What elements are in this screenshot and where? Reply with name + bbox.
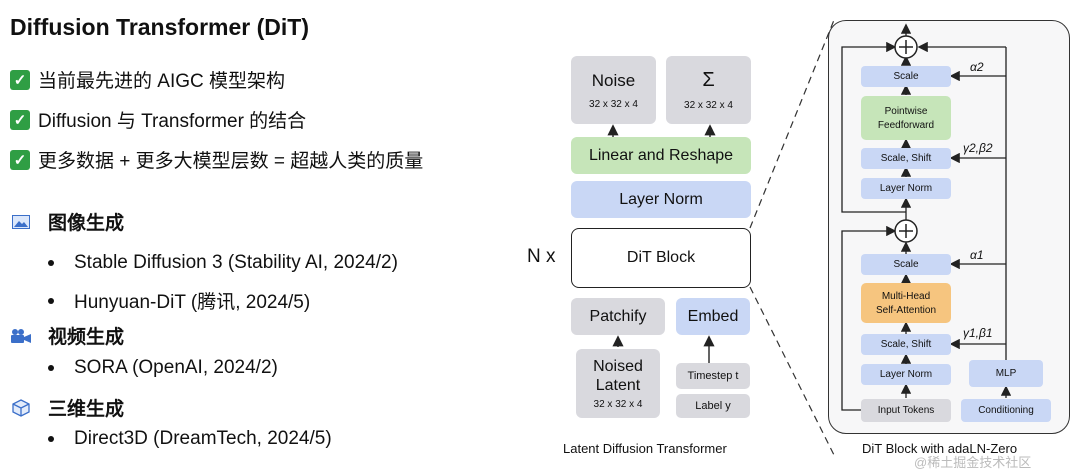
pointwise-feedforward-box: Pointwise Feedforward xyxy=(861,96,951,140)
bullet-dot xyxy=(48,297,54,304)
scale-shift-top-box: Scale, Shift xyxy=(861,148,951,169)
mha-line1: Multi-Head xyxy=(881,290,931,302)
bullet-dot xyxy=(48,436,54,442)
scale-mid-box: Scale xyxy=(861,254,951,275)
section-heading: 三维生成 xyxy=(48,399,125,420)
list-item-text: SORA (OpenAI, 2024/2) xyxy=(74,357,278,378)
list-item: Hunyuan-DiT (腾讯, 2024/5) xyxy=(48,287,310,314)
noise-output-box: Noise 32 x 32 x 4 xyxy=(571,56,656,124)
noised-latent-box: Noised Latent 32 x 32 x 4 xyxy=(576,349,660,418)
check-item: ✓ 更多数据 + 更多大模型层数 = 超越人类的质量 xyxy=(10,146,423,173)
dit-block-box: DiT Block xyxy=(571,228,751,288)
bullet-dot xyxy=(48,260,54,266)
dit-block-caption: DiT Block with adaLN-Zero xyxy=(862,441,1018,456)
gamma1-beta1-label: γ1,β1 xyxy=(963,326,993,340)
page-title: Diffusion Transformer (DiT) xyxy=(10,14,310,40)
noise-label: Noise xyxy=(591,70,636,90)
conditioning-box: Conditioning xyxy=(961,399,1051,422)
bullet-dot xyxy=(48,365,54,371)
mlp-box: MLP xyxy=(969,360,1043,387)
patchify-box: Patchify xyxy=(571,298,665,335)
timestep-box: Timestep t xyxy=(676,363,750,389)
watermark: @稀土掘金技术社区 xyxy=(914,455,1032,470)
check-item-text: 更多数据 + 更多大模型层数 = 超越人类的质量 xyxy=(38,151,424,172)
scale-shift-bottom-box: Scale, Shift xyxy=(861,334,951,355)
check-item: ✓ 当前最先进的 AIGC 模型架构 xyxy=(10,66,285,93)
checkmark-icon: ✓ xyxy=(10,109,30,130)
embed-box: Embed xyxy=(676,298,750,335)
sigma-output-box: Σ 32 x 32 x 4 xyxy=(666,56,751,124)
alpha1-label: α1 xyxy=(970,248,984,262)
list-item: Stable Diffusion 3 (Stability AI, 2024/2… xyxy=(48,252,398,274)
list-item-text: Hunyuan-DiT (腾讯, 2024/5) xyxy=(74,292,311,313)
pointwise-line1: Pointwise xyxy=(884,105,928,117)
video-camera-icon xyxy=(10,328,32,344)
list-item-text: Direct3D (DreamTech, 2024/5) xyxy=(74,428,332,449)
label-box: Label y xyxy=(676,394,750,418)
list-item: SORA (OpenAI, 2024/2) xyxy=(48,357,278,379)
section-video-generation: 视频生成 xyxy=(10,322,124,349)
list-item: Direct3D (DreamTech, 2024/5) xyxy=(48,428,332,450)
input-tokens-box: Input Tokens xyxy=(861,399,951,422)
sigma-label: Σ xyxy=(702,69,715,91)
section-3d-generation: 三维生成 xyxy=(10,394,124,421)
noised-latent-line2: Latent xyxy=(595,377,641,394)
section-heading: 视频生成 xyxy=(48,327,125,348)
alpha2-label: α2 xyxy=(970,60,984,74)
layer-norm-box: Layer Norm xyxy=(571,181,751,218)
repeat-label: N x xyxy=(527,246,556,267)
ldt-caption: Latent Diffusion Transformer xyxy=(563,441,727,456)
noise-shape: 32 x 32 x 4 xyxy=(589,98,638,110)
cube-icon xyxy=(10,398,32,417)
gamma2-beta2-label: γ2,β2 xyxy=(963,141,993,155)
pointwise-line2: Feedforward xyxy=(877,119,935,131)
section-heading: 图像生成 xyxy=(48,213,125,234)
layer-norm-top-box: Layer Norm xyxy=(861,178,951,199)
list-item-text: Stable Diffusion 3 (Stability AI, 2024/2… xyxy=(74,252,398,273)
scale-top-box: Scale xyxy=(861,66,951,87)
checkmark-icon: ✓ xyxy=(10,69,30,90)
multi-head-attention-box: Multi-Head Self-Attention xyxy=(861,283,951,323)
noised-latent-line1: Noised xyxy=(593,358,643,375)
sigma-shape: 32 x 32 x 4 xyxy=(684,100,733,111)
mha-line2: Self-Attention xyxy=(875,304,937,316)
checkmark-icon: ✓ xyxy=(10,149,30,170)
check-item: ✓ Diffusion 与 Transformer 的结合 xyxy=(10,106,306,133)
linear-reshape-box: Linear and Reshape xyxy=(571,137,751,174)
layer-norm-bottom-box: Layer Norm xyxy=(861,364,951,385)
section-image-generation: 图像生成 xyxy=(10,208,124,235)
check-item-text: 当前最先进的 AIGC 模型架构 xyxy=(38,71,286,92)
image-icon xyxy=(10,214,32,229)
check-item-text: Diffusion 与 Transformer 的结合 xyxy=(38,111,307,132)
noised-latent-shape: 32 x 32 x 4 xyxy=(593,399,643,410)
